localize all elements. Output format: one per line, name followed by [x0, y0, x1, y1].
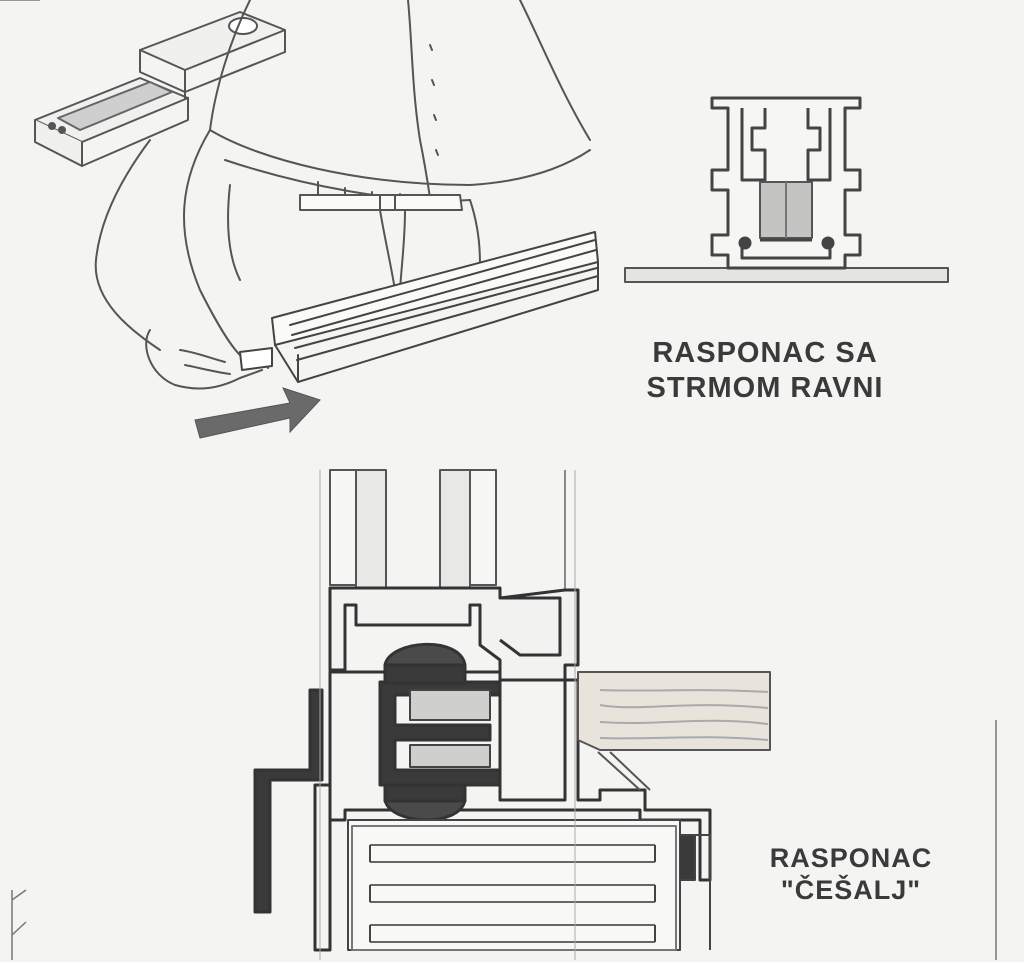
wooden-rail — [577, 671, 771, 791]
caption-steep-line2: STRMOM RAVNI — [646, 371, 884, 404]
caption-comb-line1: RASPONAC — [769, 843, 933, 873]
assembly-illustration — [34, 0, 599, 390]
edge-marks — [0, 0, 997, 960]
spacer-section-comb — [253, 469, 771, 960]
caption-steep-spacer: RASPONAC SA STRMOM RAVNI — [590, 336, 940, 406]
worker-figure — [94, 0, 591, 390]
caption-comb-spacer: RASPONAC "ČEŠALJ" — [720, 842, 982, 907]
spacer-section-steep — [624, 96, 949, 283]
rail-profile — [239, 231, 599, 383]
comb-spacer — [378, 642, 502, 822]
caption-comb-line2: "ČEŠALJ" — [780, 875, 922, 906]
lower-panel — [347, 819, 711, 951]
cutting-tool — [34, 11, 286, 167]
arrow-right-icon — [194, 387, 321, 439]
caption-steep-line1: RASPONAC SA — [652, 337, 878, 369]
